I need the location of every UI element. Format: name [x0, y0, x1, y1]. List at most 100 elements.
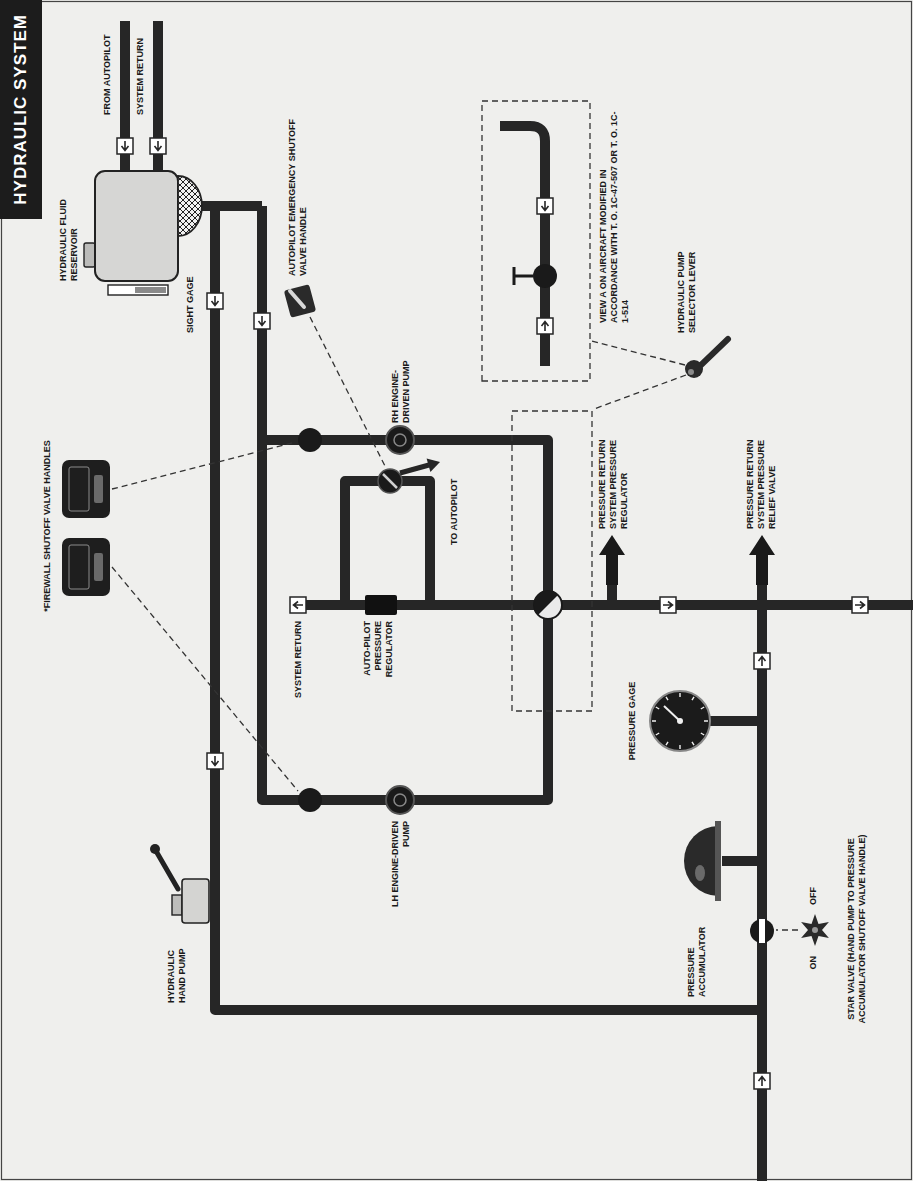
valve-mark: [383, 474, 397, 488]
gage-needle: [664, 706, 680, 721]
callout-label: PRESSURE RETURN SYSTEM PRESSURE REGULATO…: [597, 425, 629, 529]
arrow-box: [754, 1073, 770, 1089]
accumulator-stub: [722, 856, 762, 866]
engine-pump: [386, 426, 414, 454]
handle-lever: [290, 291, 304, 307]
callout-label: ON: [808, 956, 819, 980]
handle-hub: [812, 927, 818, 933]
handle-grip: [94, 475, 103, 503]
leader-line: [310, 317, 386, 468]
arrow-mark: [855, 602, 865, 609]
callout-label: LH ENGINE-DRIVEN PUMP: [390, 821, 412, 909]
return-arrow: [599, 535, 625, 585]
arrow-box: [290, 597, 306, 613]
flow-arrow: [290, 597, 306, 613]
arrow-box: [754, 653, 770, 669]
autopilot-regulator: [365, 595, 397, 615]
flow-arrow: [207, 753, 223, 769]
firewall-valve: [298, 428, 322, 452]
arrow-mark: [212, 296, 219, 306]
callout-label: OFF: [808, 875, 819, 905]
pump-detail: [394, 794, 406, 806]
view-a-bracket: [482, 101, 590, 381]
arrow-box: [852, 597, 868, 613]
firewall-valve: [298, 788, 322, 812]
accumulator-flange: [715, 821, 721, 901]
pump-detail: [394, 434, 406, 446]
handle-grip: [94, 553, 103, 581]
view-a-valve: [533, 264, 557, 288]
callout-label: FROM AUTOPILOT: [102, 5, 113, 115]
hand-pump-knob: [150, 844, 160, 854]
flow-arrow: [754, 653, 770, 669]
arrow-box: [117, 138, 133, 154]
arrow-box: [660, 597, 676, 613]
firewall-handle: [62, 460, 110, 518]
arrow-mark: [122, 141, 129, 151]
sight-gage: [108, 285, 168, 295]
arrow-box: [150, 138, 166, 154]
autopilot-pipe: [345, 481, 430, 605]
callout-label: SYSTEM RETURN: [293, 621, 304, 713]
accumulator-pipe: [757, 581, 767, 1181]
callout-label: HYDRAULIC PUMP SELECTOR LEVER: [676, 229, 698, 333]
callout-label: PRESSURE ACCUMULATOR: [686, 905, 708, 997]
engine-pump-pipe: [262, 206, 548, 800]
gage-ticks: [652, 693, 708, 749]
autopilot-valve: [378, 469, 402, 493]
arrow-mark: [542, 201, 549, 211]
filler-cap: [84, 243, 95, 267]
callout-label: PRESSURE RETURN SYSTEM PRESSURE RELIEF V…: [745, 425, 777, 529]
callout-label: PRESSURE GAGE: [627, 673, 638, 769]
reservoir-filter: [178, 176, 202, 236]
leader-line: [112, 442, 296, 489]
flow-arrow: [660, 597, 676, 613]
selector-valve-half: [534, 591, 558, 615]
arrow-mark: [212, 756, 219, 766]
hand-pump-handle: [156, 851, 178, 889]
arrow-box: [537, 198, 553, 214]
title-text: HYDRAULIC SYSTEM: [11, 14, 30, 205]
callout-label: AUTO-PILOT PRESSURE REGULATOR: [362, 621, 394, 707]
callout-label: HYDRAULIC FLUID RESERVOIR: [58, 173, 80, 281]
reservoir-tank: [95, 171, 178, 281]
accumulator-highlight: [695, 865, 705, 881]
flow-arrow: [207, 293, 223, 309]
handle-plate: [69, 545, 89, 589]
reservoir-outlet-pipe: [200, 201, 262, 211]
selector-valve: [534, 591, 562, 619]
arrow-mark: [294, 602, 304, 609]
arrow-mark: [542, 322, 549, 332]
leader-line: [776, 929, 798, 930]
view-bracket: [512, 411, 592, 711]
arrow-box: [207, 753, 223, 769]
callout-label: SYSTEM RETURN: [135, 5, 146, 115]
leader-line: [594, 375, 686, 409]
engine-pump: [386, 786, 414, 814]
firewall-handle: [62, 538, 110, 596]
selector-lever: [701, 339, 728, 365]
star-valve-handle: [801, 914, 829, 946]
callout-label: TO AUTOPILOT: [449, 463, 460, 545]
knob-highlight: [688, 369, 694, 375]
lever-knob: [685, 360, 703, 378]
outlet-arrow: [400, 465, 429, 473]
callout-label: RH ENGINE-DRIVEN PUMP: [390, 337, 412, 423]
arrow-mark: [155, 141, 162, 151]
callout-label: SIGHT GAGE: [185, 259, 196, 333]
gage-pipe: [710, 716, 762, 726]
title-tab: HYDRAULIC SYSTEM: [0, 0, 42, 219]
leader-line: [592, 341, 685, 365]
flow-arrow: [852, 597, 868, 613]
handle-plate: [69, 467, 89, 511]
outlet-arrowhead: [427, 459, 440, 472]
hand-pump-cap: [172, 895, 182, 915]
flow-arrow: [537, 318, 553, 334]
pressure-accumulator: [684, 826, 718, 896]
arrow-mark: [663, 602, 673, 609]
callout-label: HYDRAULIC HAND PUMP: [166, 933, 188, 1003]
flow-arrow: [117, 138, 133, 154]
callout-label: *FIREWALL SHUTOFF VALVE HANDLES: [42, 416, 53, 636]
